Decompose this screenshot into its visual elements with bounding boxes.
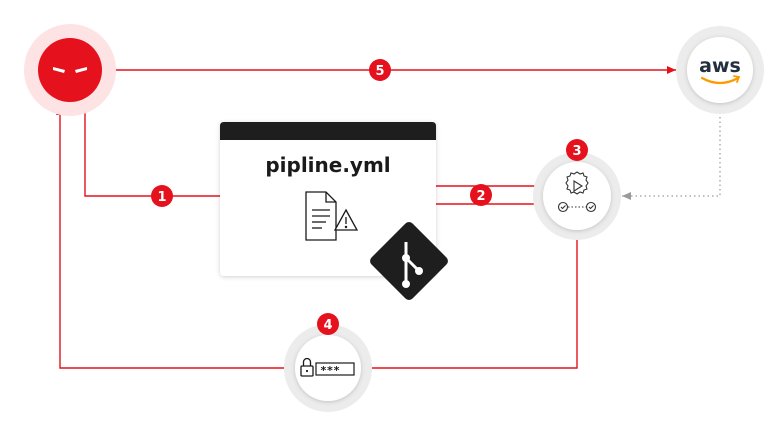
attacker-eye-left (53, 67, 65, 73)
step-number: 4 (323, 318, 332, 333)
file-card-header (220, 122, 436, 140)
lock-password-icon (300, 357, 355, 377)
runner-node (533, 152, 621, 240)
flow-line-1 (84, 104, 220, 197)
aws-smile-icon (700, 76, 740, 85)
runner-circle (543, 162, 611, 230)
step-badge-3: 3 (566, 139, 588, 161)
secret-node: *** (284, 324, 372, 412)
step-number: 2 (476, 189, 485, 204)
aws-logo-text: aws (699, 55, 741, 77)
step-badge-4: 4 (317, 313, 339, 335)
attacker-face-icon (38, 38, 102, 102)
step-number: 3 (572, 144, 581, 159)
secret-circle (295, 335, 361, 401)
step-badge-2: 2 (470, 184, 492, 206)
pipeline-file-card: pipline.yml (220, 122, 436, 276)
git-logo-icon (370, 222, 448, 300)
attacker-node (24, 24, 116, 116)
aws-node: aws (676, 26, 764, 114)
aws-circle (687, 37, 753, 103)
file-card-body (220, 122, 436, 276)
file-title: pipline.yml (265, 153, 390, 177)
pipeline-runner-icon (557, 171, 597, 213)
attacker-eye-right (75, 67, 87, 73)
secret-masked-text: *** (320, 364, 340, 377)
flow-line-aws-dotted (622, 108, 721, 200)
step-number: 1 (157, 190, 166, 205)
step-number: 5 (375, 64, 384, 79)
flow-line-4-left (56, 106, 296, 369)
step-badge-5: 5 (369, 59, 391, 81)
file-warning-icon (305, 191, 359, 241)
step-badge-1: 1 (151, 185, 173, 207)
aws-smile-arrow (733, 75, 741, 83)
flow-line-4-right (360, 240, 578, 369)
